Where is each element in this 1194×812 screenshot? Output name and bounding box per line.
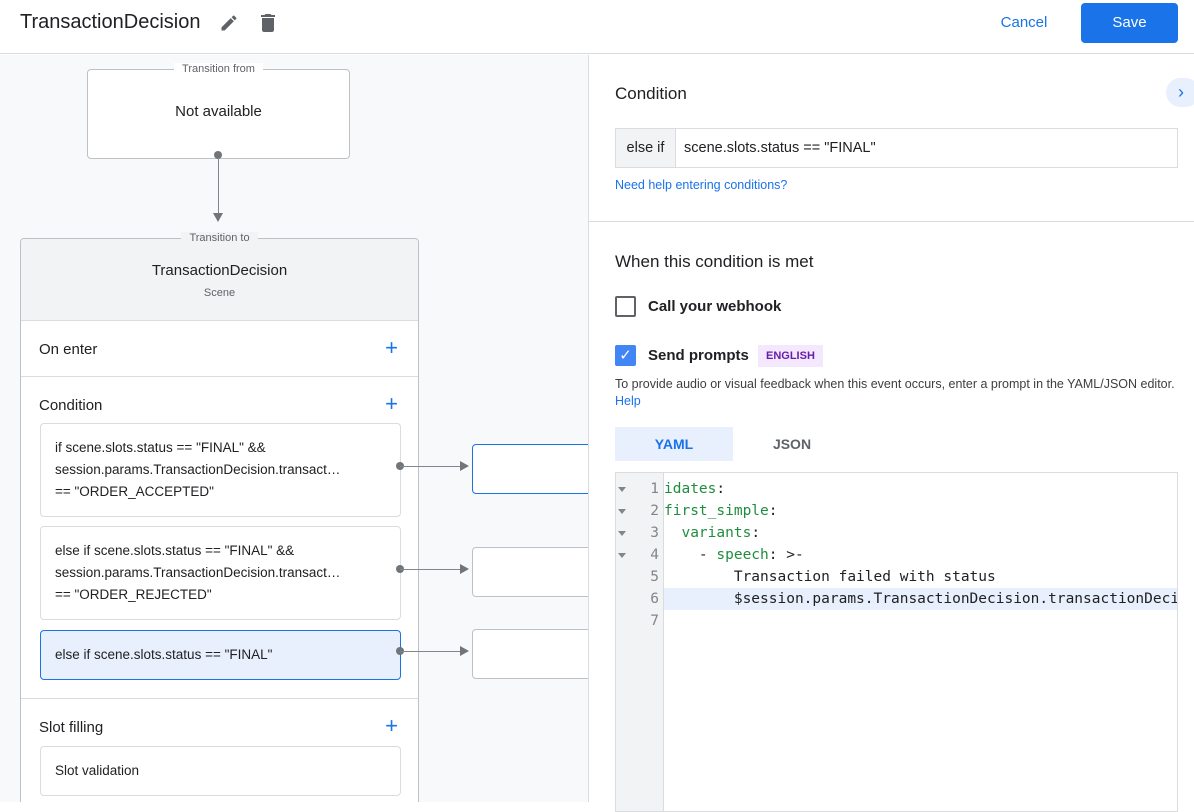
code-indent: [664, 591, 734, 607]
scene-type: Scene: [203, 287, 236, 299]
condition-card[interactable]: if scene.slots.status == "FINAL" && sess…: [40, 423, 401, 517]
code-line: Transaction failed with status: [664, 566, 996, 588]
code-key: idates: [664, 481, 717, 497]
scene-name: TransactionDecision: [151, 262, 288, 279]
slot-validation-card[interactable]: Slot validation: [40, 746, 401, 796]
transition-target-box[interactable]: [472, 629, 588, 679]
condition-section: Condition + if scene.slots.status == "FI…: [21, 376, 418, 698]
line-number: 5: [650, 569, 659, 585]
slot-filling-section: Slot filling + Slot validation: [21, 698, 418, 802]
transition-target-box[interactable]: [472, 444, 588, 494]
page-title: TransactionDecision: [20, 11, 201, 33]
transition-from-box: Transition from Not available: [87, 63, 350, 159]
code-indent: [664, 569, 734, 585]
fold-arrow-icon[interactable]: [618, 487, 626, 492]
code-line: variants:: [664, 522, 760, 544]
line-number: 6: [650, 591, 659, 607]
divider: [589, 221, 1194, 222]
fold-arrow-icon[interactable]: [618, 553, 626, 558]
condition-card-selected[interactable]: else if scene.slots.status == "FINAL": [40, 630, 401, 680]
fold-arrow-icon[interactable]: [618, 509, 626, 514]
connector-dot: [214, 151, 222, 159]
code-value: : >-: [768, 547, 804, 563]
condition-line: else if scene.slots.status == "FINAL": [55, 647, 273, 662]
code-line: idates:: [664, 478, 725, 500]
transition-from-value: Not available: [175, 103, 262, 120]
transition-target-box[interactable]: [472, 547, 588, 597]
tab-yaml[interactable]: YAML: [615, 427, 733, 461]
when-condition-met-title: When this condition is met: [615, 252, 814, 271]
condition-panel: › Condition else if scene.slots.status =…: [588, 55, 1194, 812]
arrow-right-icon: [460, 461, 469, 471]
cancel-button[interactable]: Cancel: [1000, 14, 1048, 31]
active-line-highlight: [664, 588, 1177, 610]
code-indent: [664, 525, 681, 541]
condition-line: == "ORDER_ACCEPTED": [55, 484, 214, 499]
add-condition-icon[interactable]: +: [385, 391, 398, 416]
condition-label: Condition: [39, 397, 103, 414]
on-enter-label: On enter: [39, 341, 98, 358]
send-prompts-checkbox[interactable]: ✓: [615, 345, 636, 366]
call-webhook-checkbox[interactable]: [615, 296, 636, 317]
prompt-description: To provide audio or visual feedback when…: [615, 376, 1175, 410]
code-value: :: [768, 503, 778, 519]
slot-validation-label: Slot validation: [55, 763, 140, 778]
connector-line: [400, 466, 462, 467]
code-key: speech: [716, 547, 769, 563]
condition-title: Condition: [615, 84, 687, 103]
condition-prefix: else if: [615, 128, 676, 168]
condition-line: if scene.slots.status == "FINAL" &&: [55, 440, 266, 455]
line-number: 3: [650, 525, 659, 541]
condition-line: == "ORDER_REJECTED": [55, 587, 212, 602]
transition-from-legend: Transition from: [174, 63, 263, 75]
line-number: 4: [650, 547, 659, 563]
code-line: $session.params.TransactionDecision.tran…: [664, 588, 1178, 610]
connector-line: [400, 569, 462, 570]
code-value: :: [716, 481, 726, 497]
condition-input[interactable]: scene.slots.status == "FINAL": [675, 128, 1178, 168]
code-key: variants: [681, 525, 752, 541]
condition-line: session.params.TransactionDecision.trans…: [55, 462, 341, 477]
delete-icon[interactable]: [256, 11, 280, 35]
connector-line: [218, 158, 219, 215]
condition-card[interactable]: else if scene.slots.status == "FINAL" &&…: [40, 526, 401, 620]
save-button[interactable]: Save: [1081, 3, 1178, 43]
language-badge: ENGLISH: [758, 345, 823, 367]
code-value: Transaction failed with status: [733, 569, 996, 585]
header: TransactionDecision Cancel Save: [0, 0, 1194, 54]
code-line: - speech: >-: [664, 544, 804, 566]
add-slot-icon[interactable]: +: [385, 713, 398, 738]
flow-canvas[interactable]: Transition from Not available Transition…: [0, 55, 588, 802]
editor-gutter: [616, 473, 664, 811]
line-number: 2: [650, 503, 659, 519]
code-indent: -: [664, 547, 717, 563]
transition-to-box: Transition to TransactionDecision Scene …: [20, 232, 419, 802]
add-on-enter-icon[interactable]: +: [385, 335, 398, 360]
code-key: first_simple: [664, 503, 769, 519]
code-line: first_simple:: [664, 500, 778, 522]
call-webhook-label: Call your webhook: [648, 298, 782, 315]
collapse-panel-chevron-icon[interactable]: ›: [1166, 78, 1194, 107]
on-enter-section[interactable]: On enter +: [21, 320, 418, 376]
tab-json[interactable]: JSON: [772, 436, 812, 452]
edit-icon[interactable]: [219, 13, 239, 33]
arrow-down-icon: [213, 213, 223, 222]
arrow-right-icon: [460, 646, 469, 656]
line-number: 7: [650, 613, 659, 629]
help-entering-conditions-link[interactable]: Need help entering conditions?: [615, 178, 788, 192]
condition-line: session.params.TransactionDecision.trans…: [55, 565, 341, 580]
condition-line: else if scene.slots.status == "FINAL" &&: [55, 543, 295, 558]
transition-to-legend: Transition to: [181, 232, 258, 244]
send-prompts-label: Send prompts: [648, 347, 749, 364]
line-number: 1: [650, 481, 659, 497]
description-text: To provide audio or visual feedback when…: [615, 377, 1175, 391]
yaml-editor[interactable]: 1 idates: 2 first_simple: 3 variants: 4 - spe…: [615, 472, 1178, 812]
code-value: :: [751, 525, 761, 541]
connector-line: [400, 651, 462, 652]
code-value: $session.params.TransactionDecision.tran…: [733, 591, 1178, 607]
fold-arrow-icon[interactable]: [618, 531, 626, 536]
slot-filling-label: Slot filling: [39, 719, 104, 736]
help-link[interactable]: Help: [615, 394, 641, 408]
arrow-right-icon: [460, 564, 469, 574]
